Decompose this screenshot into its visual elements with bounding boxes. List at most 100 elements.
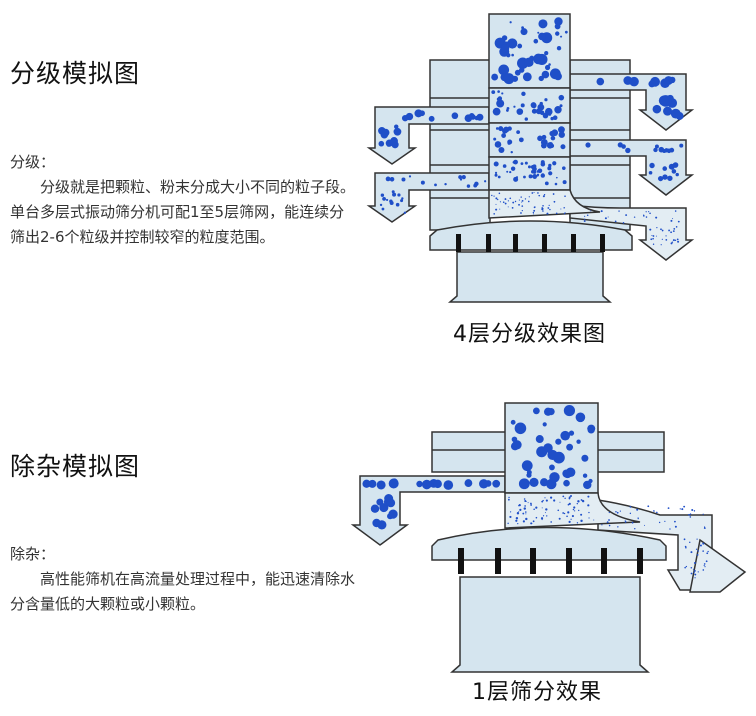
particle	[495, 127, 499, 130]
particle	[510, 511, 512, 513]
particle	[703, 564, 705, 567]
particle	[690, 572, 693, 575]
particle	[379, 203, 383, 207]
particle	[660, 244, 662, 246]
particle	[530, 502, 532, 505]
particle	[513, 176, 519, 182]
particle	[504, 198, 507, 200]
particle	[515, 519, 518, 522]
particle	[552, 161, 557, 166]
particle	[547, 166, 552, 171]
particle	[662, 174, 668, 180]
particle	[521, 26, 524, 30]
particle	[395, 202, 400, 207]
particle	[560, 430, 571, 441]
section2-title: 除杂模拟图	[10, 452, 141, 481]
particle	[522, 512, 525, 515]
particle	[520, 103, 525, 108]
particle	[679, 143, 684, 148]
particle	[543, 443, 553, 453]
particle	[484, 180, 487, 183]
particle	[491, 73, 499, 81]
particle	[531, 108, 537, 114]
particle	[653, 147, 658, 153]
particle	[587, 424, 596, 433]
particle	[660, 78, 670, 89]
particle	[643, 214, 645, 216]
particle	[654, 144, 659, 149]
particle	[512, 207, 514, 209]
particle	[507, 522, 509, 525]
particle	[548, 163, 552, 168]
particle	[629, 512, 632, 515]
particle	[496, 99, 505, 108]
particle	[567, 503, 570, 506]
particle	[509, 21, 512, 24]
particle	[567, 511, 570, 514]
particle	[693, 510, 696, 512]
particle	[534, 206, 536, 208]
particle	[541, 507, 543, 509]
particle	[535, 506, 538, 509]
particle	[390, 137, 398, 145]
particle	[672, 162, 679, 168]
particle	[542, 499, 544, 502]
particle	[652, 235, 655, 237]
particle	[576, 502, 579, 505]
particle	[587, 504, 590, 507]
particle	[512, 440, 522, 450]
particle	[614, 220, 617, 223]
particle	[552, 193, 555, 195]
particle	[670, 242, 673, 245]
particle	[507, 498, 510, 501]
particle	[558, 517, 561, 520]
particle	[508, 496, 510, 499]
particle	[514, 69, 521, 76]
particle	[695, 548, 698, 550]
particle	[408, 175, 412, 178]
particle	[554, 106, 562, 114]
particle	[557, 509, 560, 512]
particle	[497, 198, 499, 201]
particle	[563, 512, 566, 515]
particle	[509, 197, 512, 200]
particle	[533, 209, 536, 212]
particle	[501, 133, 507, 138]
particle	[495, 208, 498, 211]
diagram1-caption: 4层分级效果图	[453, 322, 606, 347]
particle	[576, 439, 581, 444]
particle	[389, 201, 394, 206]
particle	[497, 96, 503, 101]
particle	[667, 507, 670, 510]
particle	[617, 526, 619, 528]
particle	[674, 525, 677, 528]
particle	[606, 521, 609, 524]
particle	[520, 196, 522, 198]
particle	[503, 126, 510, 133]
particle	[524, 161, 528, 165]
particle	[532, 520, 535, 523]
particle	[694, 573, 697, 576]
particle	[434, 183, 437, 187]
particle	[401, 114, 409, 122]
particle	[564, 195, 566, 198]
particle	[524, 57, 534, 68]
particle	[583, 220, 586, 222]
outlet-arrow-oversize	[350, 475, 506, 546]
particle	[668, 229, 670, 232]
particle	[586, 214, 589, 217]
particle	[525, 500, 527, 503]
particle	[495, 203, 497, 205]
particle	[499, 201, 502, 203]
particle	[388, 509, 398, 519]
particle	[537, 192, 539, 194]
particle	[538, 32, 546, 41]
particle	[564, 30, 568, 34]
particle	[564, 497, 566, 500]
particle	[558, 94, 565, 101]
particle	[607, 216, 609, 218]
particle	[601, 524, 603, 526]
particle	[516, 512, 520, 515]
particle	[653, 510, 655, 512]
